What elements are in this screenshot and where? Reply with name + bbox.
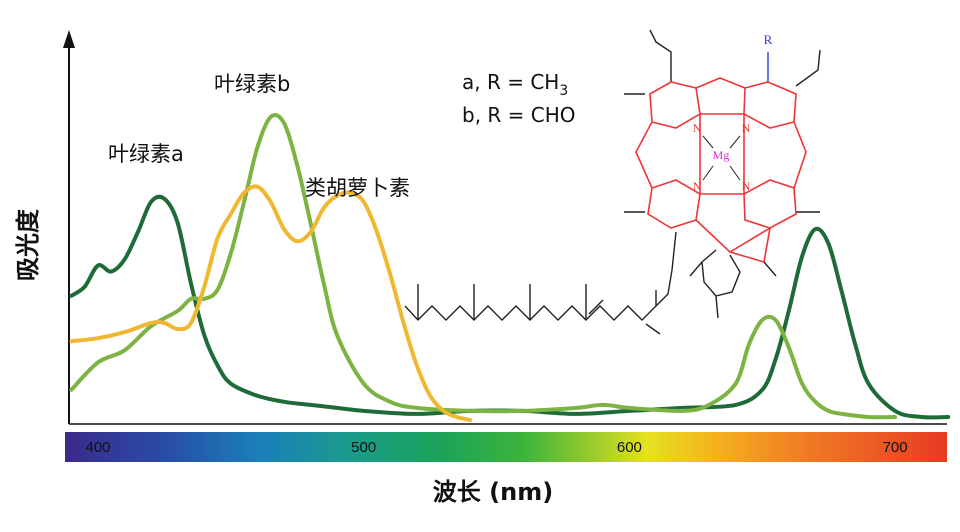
x-axis-title: 波长 (nm) (433, 478, 553, 506)
label-chlorophyll-a: 叶绿素a (108, 142, 184, 166)
y-axis-arrow (63, 30, 75, 48)
x-tick-label: 600 (617, 439, 642, 456)
x-tick-label: 500 (351, 439, 376, 456)
x-tick-labels: 400 500 600 700 (85, 439, 907, 456)
x-tick-label: 400 (85, 439, 110, 456)
series-line-chlorophyll-b (69, 113, 898, 420)
chlorophyll-structure: R N N N N Mg (404, 29, 821, 335)
n-label-4: N (742, 179, 751, 193)
r-group-label: R (764, 32, 773, 47)
y-axis-title: 吸光度 (14, 208, 42, 281)
mg-label: Mg (713, 148, 730, 162)
porphyrin-ring (635, 77, 807, 264)
phytol-tail (404, 231, 677, 322)
series-line-chlorophyll-a (69, 194, 951, 420)
n-label-2: N (742, 121, 751, 135)
ester-group (701, 249, 741, 297)
n-label-1: N (693, 121, 702, 135)
x-tick-label: 700 (883, 439, 908, 456)
spectrum-bar (65, 432, 947, 462)
series-line-carotenoid (69, 184, 472, 422)
label-chlorophyll-b: 叶绿素b (214, 72, 290, 96)
formula-b: b, R = CHO (462, 103, 576, 127)
label-carotenoid: 类胡萝卜素 (305, 176, 410, 200)
n-label-3: N (693, 179, 702, 193)
formula-a: a, R = CH3 (462, 70, 568, 99)
